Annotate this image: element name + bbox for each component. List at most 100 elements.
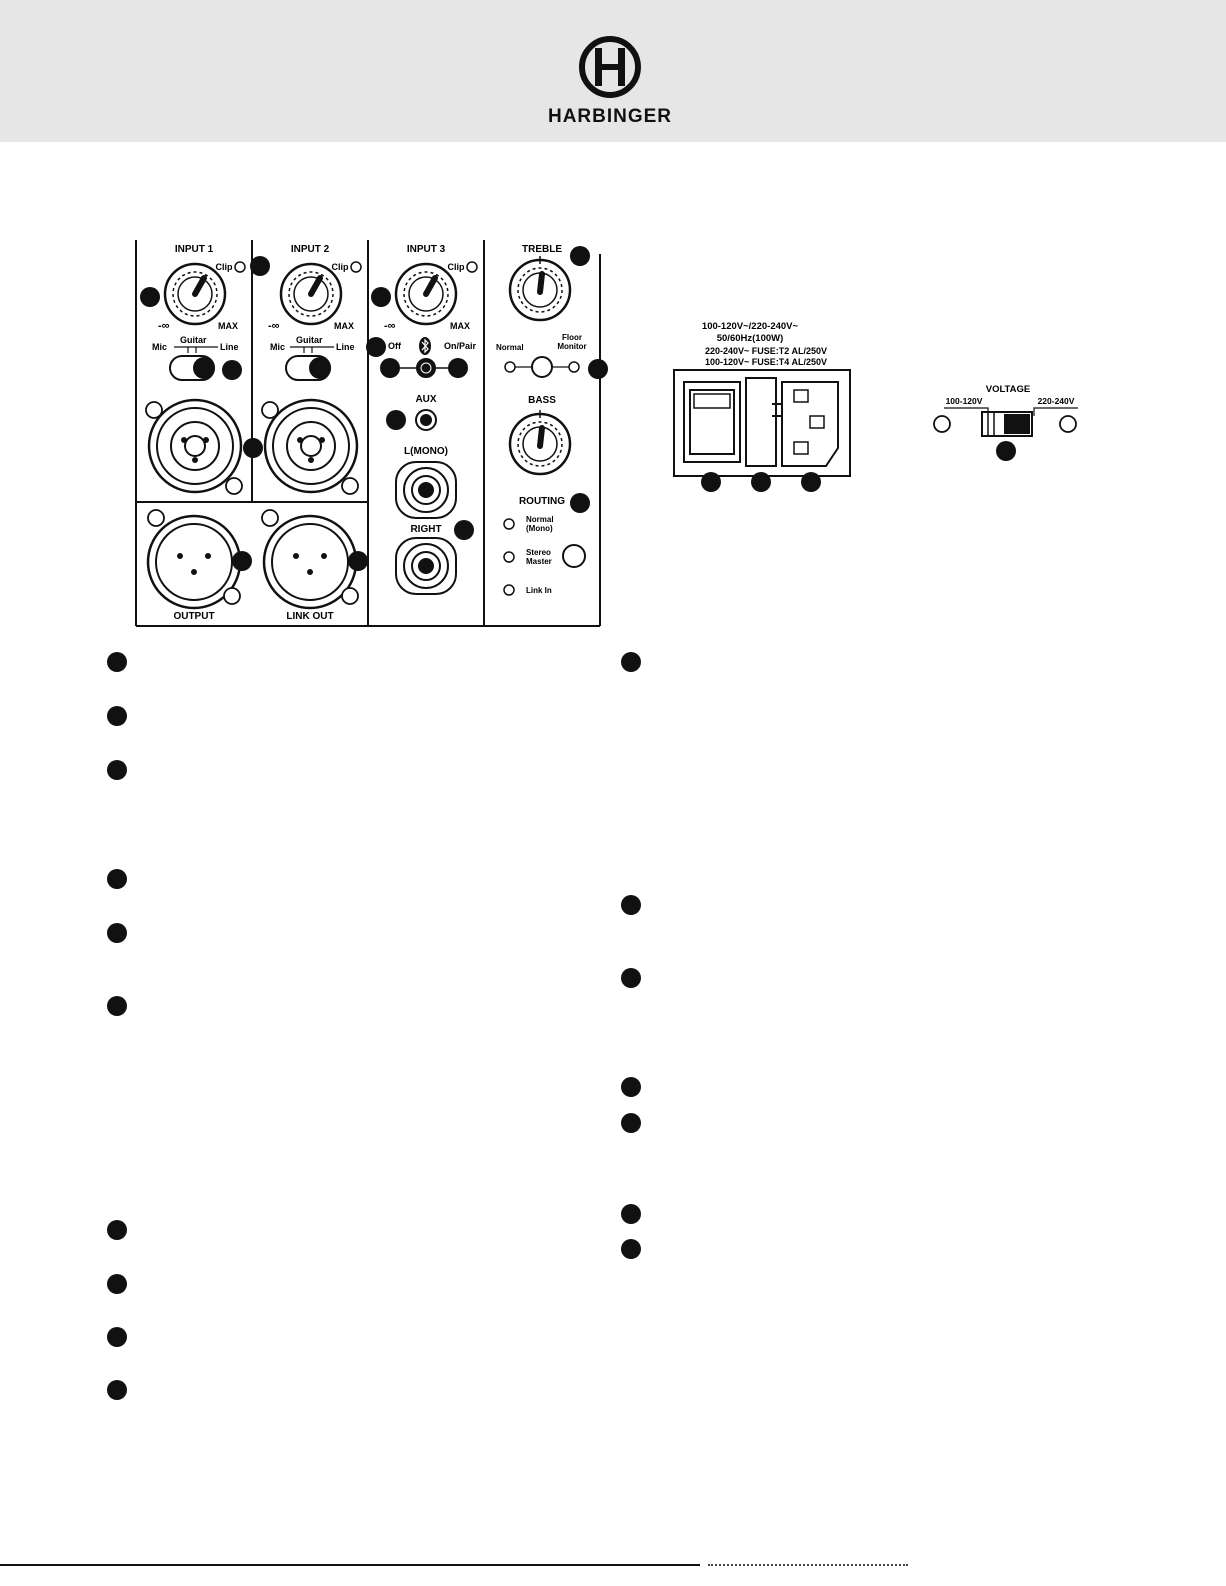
input2-max-label: MAX: [334, 321, 354, 331]
list-item-marker: [107, 923, 127, 943]
routing-stereo-led: [503, 551, 515, 563]
power-spec-line-3: 220-240V~ FUSE:T2 AL/250V: [705, 346, 827, 356]
callout-marker: [222, 360, 242, 380]
treble-label: TREBLE: [522, 244, 562, 255]
input3-gain-knob[interactable]: [394, 262, 458, 326]
floor-monitor-label-2: Monitor: [557, 342, 586, 351]
routing-link-led: [503, 584, 515, 596]
callout-marker: [996, 441, 1016, 461]
list-item-marker: [621, 1077, 641, 1097]
input1-clip-led: [234, 261, 246, 273]
input3-clip-led: [466, 261, 478, 273]
aux-input-jack[interactable]: [415, 409, 437, 431]
voltage-selector-diagram: VOLTAGE 100-120V 220-240V: [933, 384, 1078, 437]
list-item-marker: [107, 706, 127, 726]
routing-normal-label-1: Normal: [526, 515, 554, 524]
screw-icon: [1059, 415, 1077, 433]
input2-line-label: Line: [336, 342, 355, 352]
callout-marker: [588, 359, 608, 379]
power-spec-line-1: 100-120V~/220-240V~: [702, 321, 799, 332]
right-jack[interactable]: [395, 537, 457, 595]
input1-gain-knob[interactable]: [163, 262, 227, 326]
routing-link-label: Link In: [526, 586, 552, 595]
callout-marker: [366, 337, 386, 357]
floor-monitor-label-1: Floor: [562, 333, 582, 342]
callout-marker: [380, 358, 400, 378]
left-mono-label: L(MONO): [404, 446, 448, 457]
callout-marker: [250, 256, 270, 276]
callout-marker: [140, 287, 160, 307]
normal-mode-led: [504, 361, 516, 373]
aux-label: AUX: [415, 394, 436, 405]
callout-marker: [386, 410, 406, 430]
callout-marker: [570, 493, 590, 513]
voltage-slide-switch[interactable]: [981, 411, 1033, 437]
brand-logo: HARBINGER: [540, 34, 680, 130]
list-item-marker: [621, 968, 641, 988]
header-band: HARBINGER: [0, 0, 1226, 142]
callout-marker: [348, 551, 368, 571]
callout-marker: [701, 472, 721, 492]
fuse-holder[interactable]: [745, 377, 777, 467]
input1-title: INPUT 1: [175, 244, 214, 255]
list-item-marker: [621, 895, 641, 915]
mode-button[interactable]: [531, 356, 553, 378]
routing-button[interactable]: [562, 544, 586, 568]
control-panel-diagram: INPUT 1 Clip -∞ MAX Mic Guitar Line INPU…: [135, 240, 601, 627]
footer-rule: [0, 1564, 700, 1566]
routing-stereo-label-1: Stereo: [526, 548, 551, 557]
callout-marker: [570, 246, 590, 266]
input2-guitar-label: Guitar: [296, 335, 323, 345]
callout-marker: [801, 472, 821, 492]
brand-name: HARBINGER: [547, 106, 673, 127]
power-switch[interactable]: [683, 381, 741, 463]
input2-title: INPUT 2: [291, 244, 330, 255]
voltage-high-label: 220-240V: [1038, 396, 1075, 406]
list-item-marker: [107, 1327, 127, 1347]
voltage-title: VOLTAGE: [986, 384, 1031, 395]
list-item-marker: [621, 1204, 641, 1224]
input1-combo-jack[interactable]: [147, 398, 243, 494]
list-item-marker: [107, 760, 127, 780]
callout-marker: [243, 438, 263, 458]
callout-marker: [454, 520, 474, 540]
input3-min-label: -∞: [384, 320, 396, 332]
floor-monitor-led: [568, 361, 580, 373]
callout-marker: [371, 287, 391, 307]
bass-label: BASS: [528, 395, 556, 406]
callout-marker: [232, 551, 252, 571]
left-mono-jack[interactable]: [395, 461, 457, 519]
footer-dotted-rule: [708, 1564, 908, 1568]
routing-stereo-label-2: Master: [526, 557, 552, 566]
bass-knob[interactable]: [508, 410, 572, 476]
voltage-low-label: 100-120V: [946, 396, 983, 406]
input2-combo-jack[interactable]: [263, 398, 359, 494]
routing-normal-label-2: (Mono): [526, 524, 553, 533]
input2-gain-knob[interactable]: [279, 262, 343, 326]
input2-clip-led: [350, 261, 362, 273]
input1-line-label: Line: [220, 342, 239, 352]
bluetooth-icon: [419, 337, 431, 355]
list-item-marker: [107, 996, 127, 1016]
list-item-marker: [107, 652, 127, 672]
input2-min-label: -∞: [268, 320, 280, 332]
bluetooth-off-label: Off: [388, 341, 402, 351]
screw-icon: [933, 415, 951, 433]
routing-normal-led: [503, 518, 515, 530]
normal-mode-label: Normal: [496, 343, 524, 352]
input1-mic-label: Mic: [152, 342, 167, 352]
logo-mark-icon: [579, 36, 641, 98]
input1-clip-label: Clip: [216, 262, 234, 272]
iec-power-inlet[interactable]: [781, 381, 839, 467]
callout-marker: [751, 472, 771, 492]
link-out-label: LINK OUT: [286, 611, 333, 622]
input3-title: INPUT 3: [407, 244, 446, 255]
list-item-marker: [107, 1274, 127, 1294]
list-item-marker: [621, 1239, 641, 1259]
treble-knob[interactable]: [508, 256, 572, 322]
input2-mic-label: Mic: [270, 342, 285, 352]
output-label: OUTPUT: [173, 611, 214, 622]
input3-max-label: MAX: [450, 321, 470, 331]
list-item-marker: [107, 1220, 127, 1240]
input1-min-label: -∞: [158, 320, 170, 332]
